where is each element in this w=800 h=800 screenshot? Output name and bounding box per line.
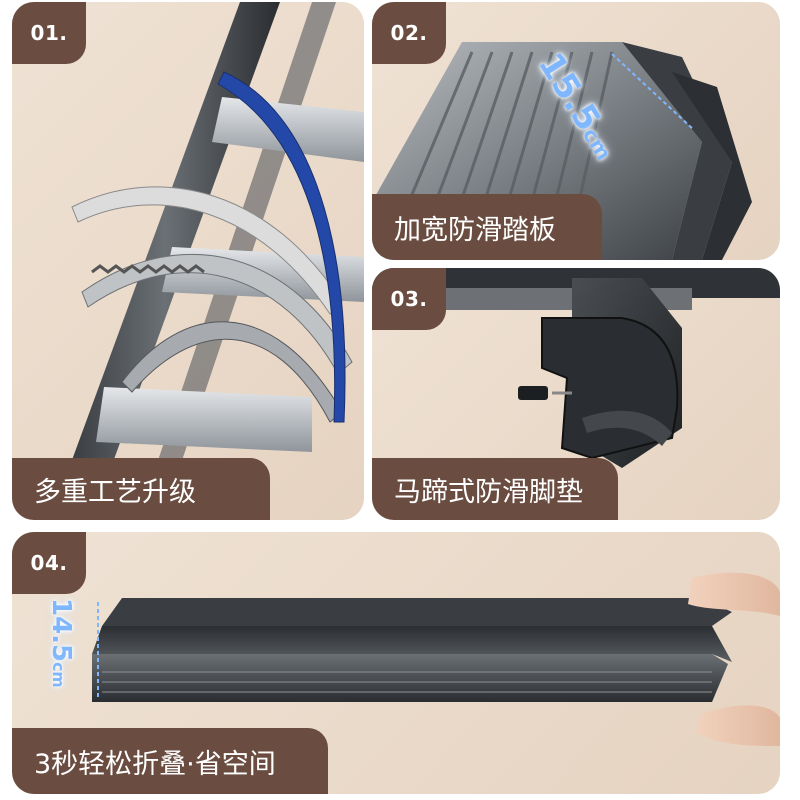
feature-panel-craft-upgrade: 01. 多重工艺升级 (12, 2, 364, 520)
panel-caption: 3秒轻松折叠·省空间 (12, 728, 328, 794)
panel-caption: 加宽防滑踏板 (372, 194, 602, 260)
panel-number: 04. (12, 532, 86, 594)
feature-panel-foot-pad: 03. 马蹄式防滑脚垫 (372, 268, 780, 520)
panel-number: 02. (372, 2, 446, 64)
panel-caption: 多重工艺升级 (12, 458, 270, 520)
dimension-value: 14.5 (46, 598, 76, 663)
dimension-unit: cm (49, 662, 67, 688)
panel-caption: 马蹄式防滑脚垫 (372, 458, 618, 520)
feature-panel-quick-fold: 04. 14.5cm 3秒轻松折叠·省空间 (12, 532, 780, 794)
folded-thickness-dimension: 14.5cm (46, 598, 76, 688)
feature-panel-wide-step: 02. 15.5cm 加宽防滑踏板 (372, 2, 780, 260)
folded-ladder-illustration (92, 572, 780, 746)
ladder-craft-illustration (50, 2, 364, 520)
panel-number: 03. (372, 268, 446, 330)
panel-number: 01. (12, 2, 86, 64)
